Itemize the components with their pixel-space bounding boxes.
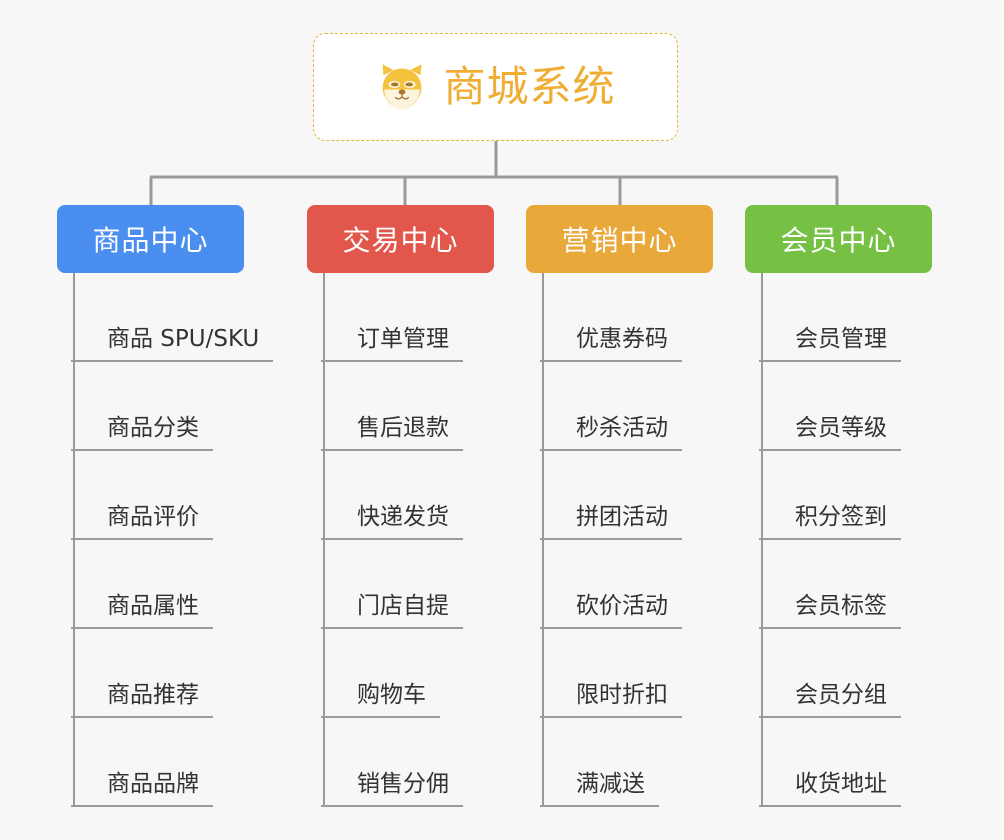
leaf-label: 限时折扣: [576, 681, 668, 708]
leaf-label: 门店自提: [357, 592, 449, 619]
list-item[interactable]: 秒杀活动: [540, 362, 756, 452]
list-item[interactable]: 售后退款: [321, 362, 537, 452]
list-item[interactable]: 限时折扣: [540, 629, 756, 719]
branch-spine: [542, 273, 544, 807]
branch-head-4[interactable]: 会员中心: [745, 205, 932, 273]
list-item[interactable]: 门店自提: [321, 540, 537, 630]
leaf-label: 秒杀活动: [576, 414, 668, 441]
leaf-label: 商品评价: [107, 503, 199, 530]
branch-spine: [323, 273, 325, 807]
branch-column-3: 营销中心 优惠券码 秒杀活动 拼团活动 砍价活动 限时折扣 满减送: [526, 205, 756, 808]
leaf-label: 商品推荐: [107, 681, 199, 708]
branch-head-label: 营销中心: [561, 224, 678, 257]
branch-head-2[interactable]: 交易中心: [307, 205, 494, 273]
leaf-label: 商品属性: [107, 592, 199, 619]
list-item[interactable]: 商品属性: [71, 540, 317, 630]
leaf-label: 快递发货: [357, 503, 449, 530]
leaf-label: 满减送: [576, 770, 645, 797]
list-item[interactable]: 快递发货: [321, 451, 537, 541]
list-item[interactable]: 拼团活动: [540, 451, 756, 541]
leaf-label: 积分签到: [795, 503, 887, 530]
branch-head-1[interactable]: 商品中心: [57, 205, 244, 273]
branch-children-1: 商品 SPU/SKU 商品分类 商品评价 商品属性 商品推荐 商品品牌: [57, 273, 317, 808]
branch-children-4: 会员管理 会员等级 积分签到 会员标签 会员分组 收货地址: [745, 273, 975, 808]
list-item[interactable]: 商品分类: [71, 362, 317, 452]
branch-children-2: 订单管理 售后退款 快递发货 门店自提 购物车 销售分佣: [307, 273, 537, 808]
list-item[interactable]: 会员管理: [759, 273, 975, 363]
root-title: 商城系统: [443, 62, 616, 111]
list-item[interactable]: 商品品牌: [71, 718, 317, 808]
leaf-label: 售后退款: [357, 414, 449, 441]
branch-spine: [761, 273, 763, 807]
branch-head-3[interactable]: 营销中心: [526, 205, 713, 273]
list-item[interactable]: 满减送: [540, 718, 756, 808]
branch-children-3: 优惠券码 秒杀活动 拼团活动 砍价活动 限时折扣 满减送: [526, 273, 756, 808]
list-item[interactable]: 会员标签: [759, 540, 975, 630]
leaf-label: 拼团活动: [576, 503, 668, 530]
list-item[interactable]: 销售分佣: [321, 718, 537, 808]
list-item[interactable]: 优惠券码: [540, 273, 756, 363]
branch-head-label: 会员中心: [780, 224, 897, 257]
leaf-label: 商品 SPU/SKU: [107, 325, 260, 352]
list-item[interactable]: 会员分组: [759, 629, 975, 719]
leaf-label: 商品分类: [107, 414, 199, 441]
list-item[interactable]: 会员等级: [759, 362, 975, 452]
list-item[interactable]: 订单管理: [321, 273, 537, 363]
leaf-label: 会员分组: [795, 681, 887, 708]
leaf-label: 优惠券码: [576, 325, 668, 352]
leaf-label: 销售分佣: [357, 770, 449, 797]
list-item[interactable]: 商品 SPU/SKU: [70, 273, 317, 363]
list-item[interactable]: 收货地址: [759, 718, 975, 808]
branch-head-label: 商品中心: [92, 224, 209, 257]
branch-spine: [73, 273, 75, 807]
list-item[interactable]: 商品评价: [71, 451, 317, 541]
list-item[interactable]: 商品推荐: [71, 629, 317, 719]
list-item[interactable]: 积分签到: [759, 451, 975, 541]
leaf-label: 商品品牌: [107, 770, 199, 797]
leaf-label: 砍价活动: [576, 592, 668, 619]
leaf-label: 会员标签: [795, 592, 887, 619]
root-node[interactable]: 商城系统: [313, 33, 678, 141]
leaf-label: 会员管理: [795, 325, 887, 352]
leaf-label: 订单管理: [357, 325, 449, 352]
leaf-label: 收货地址: [795, 770, 887, 797]
branch-head-label: 交易中心: [342, 224, 459, 257]
leaf-label: 会员等级: [795, 414, 887, 441]
branch-column-1: 商品中心 商品 SPU/SKU 商品分类 商品评价 商品属性 商品推荐 商品品牌: [57, 205, 317, 808]
leaf-label: 购物车: [357, 681, 426, 708]
branch-column-4: 会员中心 会员管理 会员等级 积分签到 会员标签 会员分组 收货地址: [745, 205, 975, 808]
branch-column-2: 交易中心 订单管理 售后退款 快递发货 门店自提 购物车 销售分佣: [307, 205, 537, 808]
list-item[interactable]: 购物车: [321, 629, 537, 719]
list-item[interactable]: 砍价活动: [540, 540, 756, 630]
shiba-dog-icon: [383, 64, 422, 110]
